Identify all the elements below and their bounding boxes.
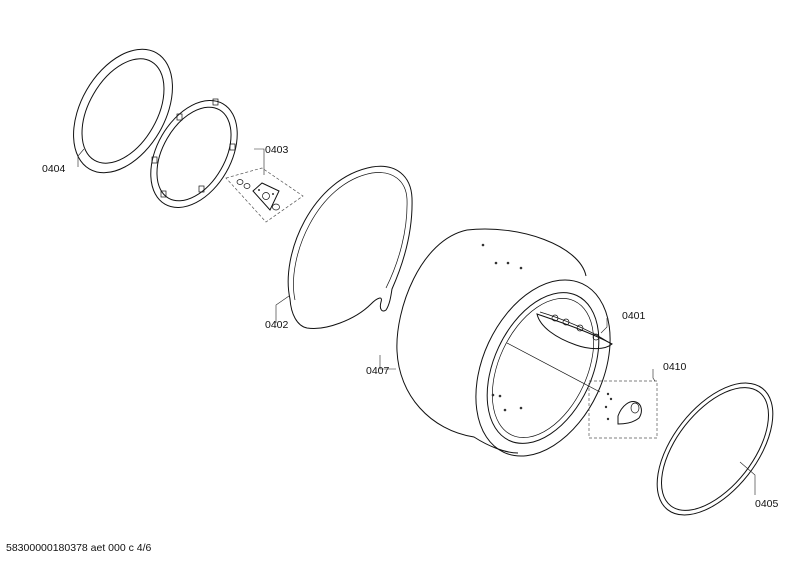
label-0404: 0404: [42, 163, 66, 175]
label-0401: 0401: [622, 310, 646, 322]
label-0405: 0405: [755, 498, 779, 510]
part-0405-rear-seal-ring: [656, 382, 774, 516]
part-0401-drum-paddle: [536, 311, 613, 350]
part-0407-drum: [396, 228, 611, 457]
label-0410: 0410: [663, 361, 687, 373]
label-0407: 0407: [366, 365, 390, 377]
part-0402-drive-belt: [287, 165, 413, 329]
drawing-reference-footer: 58300000180378 aet 000 c 4/6: [6, 542, 152, 554]
part-0404-seal-ring: [73, 48, 173, 174]
part-0410-hub-assembly: [588, 380, 658, 439]
label-0403: 0403: [265, 144, 289, 156]
label-0402: 0402: [265, 319, 289, 331]
part-front-bearing-ring: [150, 98, 238, 209]
leader-lines: [77, 148, 756, 495]
part-0403-bracket-assembly: [225, 167, 304, 223]
